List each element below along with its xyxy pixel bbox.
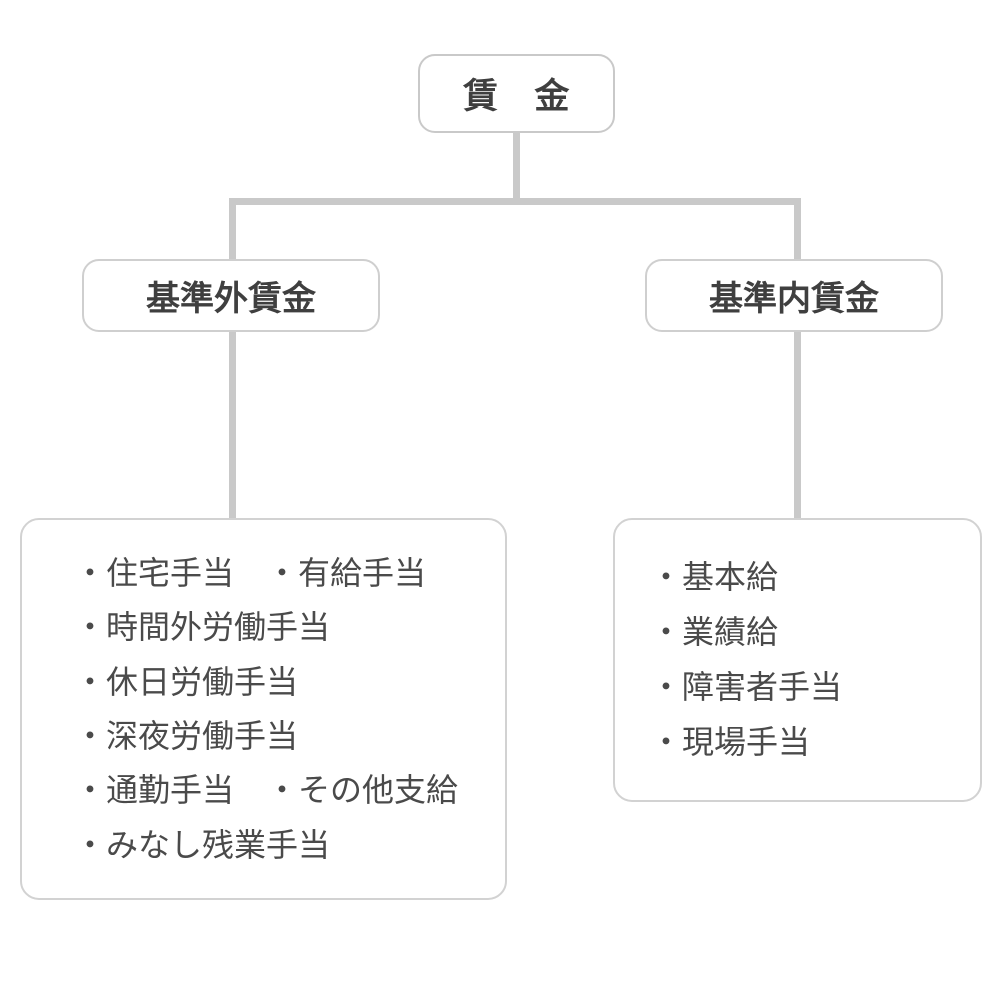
list-item: ・休日労働手当: [74, 663, 299, 700]
list-item: ・通勤手当 ・その他支給: [74, 772, 459, 809]
list-item: ・基本給: [650, 558, 779, 595]
list-item: ・業績給: [650, 613, 779, 650]
node-branch-kijungai: 基準外賃金: [82, 259, 380, 332]
node-branch-kijunnai: 基準内賃金: [645, 259, 943, 332]
connector-root-stem: [513, 133, 520, 205]
node-branch-kijungai-label: 基準外賃金: [146, 280, 316, 318]
connector-drop-left: [229, 198, 236, 260]
list-item: ・深夜労働手当: [74, 718, 299, 754]
list-item: ・みなし残業手当: [74, 826, 331, 863]
list-item: ・時間外労働手当: [74, 609, 331, 646]
node-branch-kijunnai-label: 基準内賃金: [709, 280, 879, 318]
node-root-label: 賃 金: [462, 77, 571, 116]
connector-drop-right: [794, 198, 801, 260]
connector-horizontal-bar: [229, 198, 801, 205]
list-item: ・障害者手当: [650, 669, 843, 705]
list-item: ・現場手当: [650, 724, 811, 761]
list-kijunnai: ・基本給 ・業績給 ・障害者手当 ・現場手当: [650, 550, 980, 770]
list-item: ・住宅手当 ・有給手当: [74, 554, 427, 591]
listbox-kijunnai-items: ・基本給 ・業績給 ・障害者手当 ・現場手当: [613, 518, 982, 802]
node-root-wage: 賃 金: [418, 54, 615, 133]
list-kijungai: ・住宅手当 ・有給手当 ・時間外労働手当 ・休日労働手当 ・深夜労働手当 ・通勤…: [74, 546, 505, 872]
connector-left-to-list: [229, 331, 236, 521]
connector-right-to-list: [794, 331, 801, 521]
listbox-kijungai-items: ・住宅手当 ・有給手当 ・時間外労働手当 ・休日労働手当 ・深夜労働手当 ・通勤…: [20, 518, 507, 900]
